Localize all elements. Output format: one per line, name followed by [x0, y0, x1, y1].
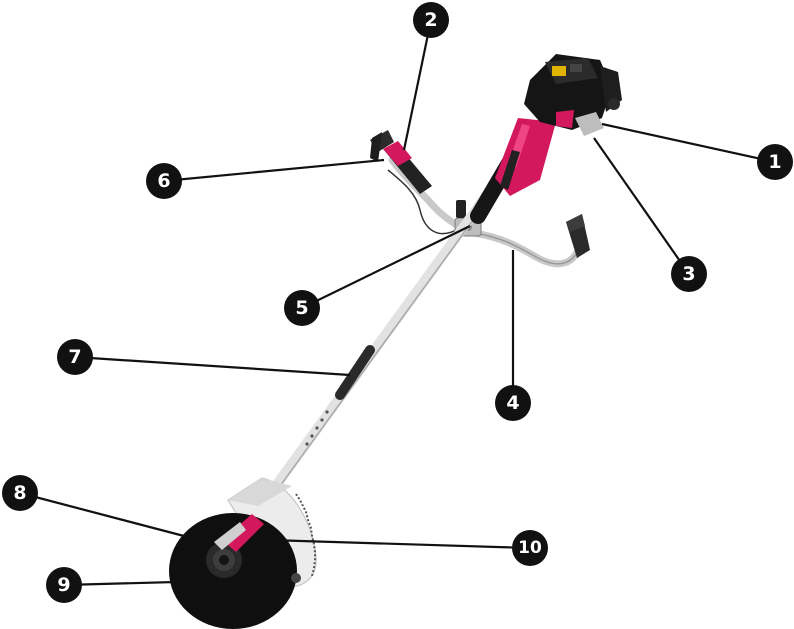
leader-line-6 [164, 160, 384, 181]
callout-4-label: 4 [506, 392, 519, 414]
leader-line-3 [594, 138, 689, 274]
callout-badges: 1 2 3 4 5 6 7 8 [2, 2, 793, 603]
callout-1-label: 1 [768, 151, 781, 173]
callout-9-label: 9 [57, 574, 70, 596]
right-handle [474, 214, 590, 264]
drive-shaft [240, 158, 512, 537]
leader-line-8 [20, 493, 184, 536]
leader-line-5 [302, 226, 470, 308]
leader-line-7 [75, 357, 350, 375]
leader-lines [20, 20, 775, 585]
leader-line-1 [602, 124, 775, 162]
callout-5: 5 [284, 290, 320, 326]
callout-6: 6 [146, 163, 182, 199]
callout-2-label: 2 [424, 9, 437, 31]
callout-3-label: 3 [682, 263, 695, 285]
callout-10: 10 [512, 530, 548, 566]
callout-9: 9 [46, 567, 82, 603]
callout-5-label: 5 [295, 297, 308, 319]
callout-8: 8 [2, 475, 38, 511]
callout-2: 2 [413, 2, 449, 38]
callout-7: 7 [57, 339, 93, 375]
callout-1: 1 [757, 144, 793, 180]
leader-line-2 [404, 20, 431, 150]
callout-4: 4 [495, 385, 531, 421]
engine-neck [495, 118, 556, 196]
callout-7-label: 7 [68, 346, 81, 368]
brush-cutter-illustration [169, 54, 622, 629]
callout-10-label: 10 [518, 538, 542, 558]
callout-3: 3 [671, 256, 707, 292]
callout-6-label: 6 [157, 170, 170, 192]
callout-8-label: 8 [13, 482, 26, 504]
